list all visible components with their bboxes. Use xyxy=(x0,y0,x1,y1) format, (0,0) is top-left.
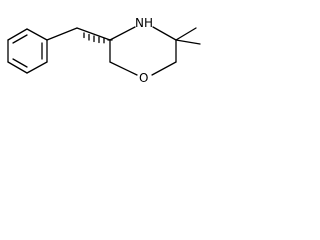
ring-bond-o-c2 xyxy=(109,61,138,76)
chemical-structure: NH O xyxy=(7,16,201,85)
aryl-ch2-bond xyxy=(46,27,78,41)
nitrogen-label: NH xyxy=(135,16,153,30)
ring-bond-c6-o xyxy=(151,61,177,76)
oxygen-label: O xyxy=(139,71,148,85)
gem-dimethyl xyxy=(175,27,201,45)
ring-bond-n-c5 xyxy=(152,26,177,41)
benzene-bond xyxy=(26,28,48,41)
methyl-bond-2 xyxy=(175,39,201,45)
ring-bond-c3-n xyxy=(109,26,136,41)
stereo-hash-bond xyxy=(83,32,113,44)
benzene-double-bond xyxy=(12,34,28,44)
methyl-bond-1 xyxy=(175,27,197,41)
benzene-bond xyxy=(7,28,28,41)
benzyl-linker xyxy=(46,27,111,41)
benzene-bond xyxy=(7,61,28,74)
morpholine-ring xyxy=(109,26,177,76)
benzene-double-bond xyxy=(12,58,28,68)
benzene-ring xyxy=(7,28,48,74)
benzene-bond xyxy=(26,61,48,74)
